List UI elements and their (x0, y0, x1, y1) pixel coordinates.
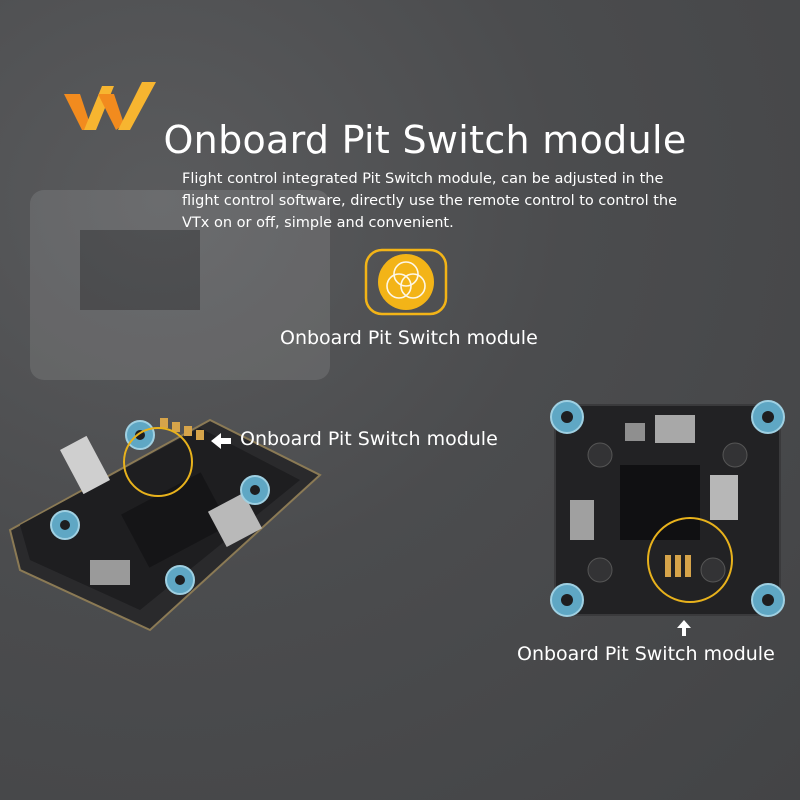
description-text: Flight control integrated Pit Switch mod… (182, 171, 678, 231)
three-circles-venn-icon (364, 248, 448, 316)
left-board-callout: Onboard Pit Switch module (212, 428, 498, 450)
arrow-up-icon (677, 620, 691, 636)
feature-icon-label: Onboard Pit Switch module (280, 327, 538, 349)
flight-controller-board-angled (8, 418, 322, 632)
left-board-callout-text: Onboard Pit Switch module (240, 428, 498, 450)
brand-w-logo-icon (64, 82, 156, 130)
right-board-callout: Onboard Pit Switch module (517, 643, 775, 665)
background-board-silhouette (30, 190, 330, 380)
page-title: Onboard Pit Switch module (163, 118, 687, 162)
flight-controller-board-top (550, 400, 785, 617)
arrow-left-icon (211, 433, 231, 449)
